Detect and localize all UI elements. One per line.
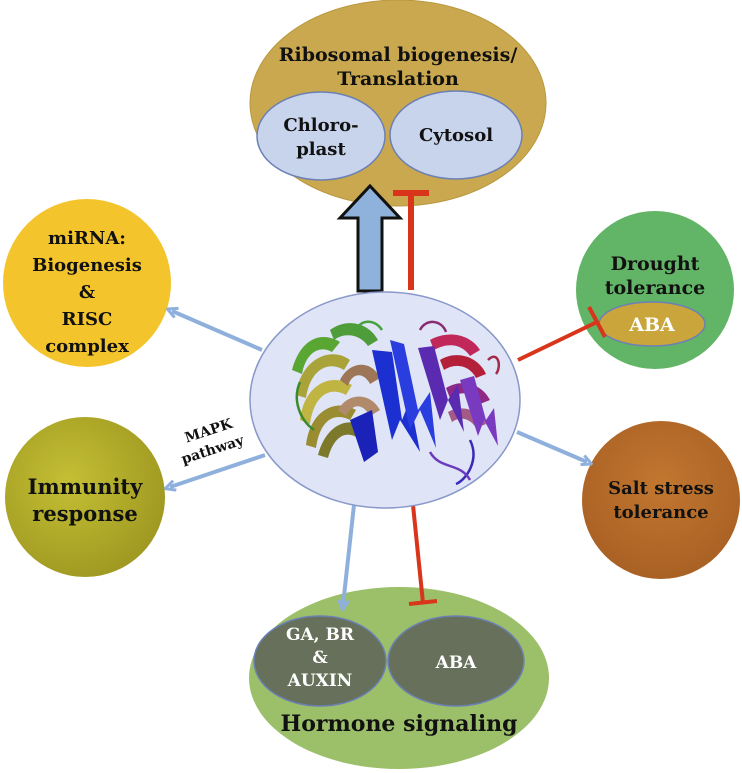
salt-label-line1: Salt stress [608,478,714,499]
immunity-node: Immunity response [5,417,165,577]
mirna-circle [3,199,171,367]
center-protein [249,291,521,509]
drought-node: Drought tolerance ABA [576,211,734,369]
mirna-label-line5: complex [45,336,129,357]
arrow-to-immunity [170,453,266,487]
drought-label-line1: Drought [611,253,700,275]
immunity-label-line2: response [32,501,137,526]
hormone-aba-label: ABA [435,653,478,673]
inhibit-hormone-aba [408,504,438,606]
hormone-node: GA, BR & AUXIN ABA Hormone signaling [249,587,549,769]
immunity-label-line1: Immunity [28,474,143,499]
mirna-label-line4: RISC [62,309,113,330]
mirna-label-line3: & [79,282,95,303]
salt-label-line2: tolerance [613,502,708,523]
ribosomal-title-line1: Ribosomal biogenesis/ [279,44,518,66]
chloroplast-label-line1: Chloro- [283,115,358,136]
gabr-label-line3: AUXIN [287,671,353,691]
hormone-title: Hormone signaling [280,711,517,737]
chloroplast-label-line2: plast [296,139,346,160]
big-up-arrow [336,183,404,293]
mirna-label-line1: miRNA: [48,228,126,249]
mirna-node: miRNA: Biogenesis & RISC complex [3,199,171,367]
arrow-to-gabr [343,504,356,605]
salt-circle [582,421,740,579]
hormone-aba-ellipse [387,615,525,707]
protein-structure-image [292,320,500,486]
mirna-label-line2: Biogenesis [32,255,142,276]
inhibit-drought-aba [517,306,607,362]
cytosol-ellipse [389,90,523,180]
drought-label-line2: tolerance [605,277,706,299]
immunity-circle [5,417,165,577]
arrow-to-mirna [172,311,263,352]
gabr-label-line2: & [312,648,328,668]
chloroplast-ellipse [256,91,386,181]
gabr-label-line1: GA, BR [286,625,355,645]
drought-aba-label: ABA [628,314,675,336]
salt-node: Salt stress tolerance [582,421,740,579]
ribosomal-title-line2: Translation [337,68,459,90]
gabr-ellipse [253,615,387,707]
inhibit-ribosomal [393,190,429,290]
ribosomal-node: Ribosomal biogenesis/ Translation Chloro… [249,0,547,207]
arrow-to-salt [516,430,587,462]
cytosol-label: Cytosol [419,125,493,146]
